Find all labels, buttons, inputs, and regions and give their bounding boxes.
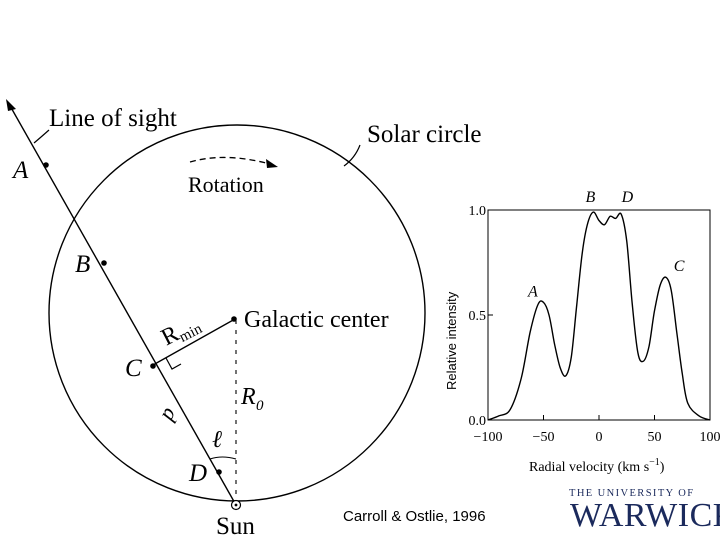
- rotation-arrowhead: [266, 159, 278, 168]
- x-tick-label: 100: [700, 430, 720, 445]
- point-c-dot: [150, 363, 156, 369]
- point-a-label: A: [11, 157, 29, 184]
- point-d-dot: [216, 469, 222, 475]
- y-axis-label: Relative intensity: [444, 291, 459, 390]
- peak-label: C: [674, 258, 685, 275]
- x-axis-label: Radial velocity (km s−1): [529, 457, 665, 475]
- point-a-dot: [43, 162, 49, 168]
- x-axis-label-superscript: −1: [649, 457, 660, 468]
- x-tick-label: −50: [533, 430, 555, 445]
- r0-subscript: 0: [256, 398, 264, 414]
- peak-label: B: [586, 189, 596, 206]
- sun-symbol-center: [234, 503, 238, 507]
- x-axis-label-end: ): [660, 460, 665, 475]
- rotation-arrow: [189, 156, 271, 165]
- line-of-sight-label: Line of sight: [49, 105, 177, 132]
- citation: Carroll & Ostlie, 1996: [343, 508, 486, 525]
- university-logo-top: THE UNIVERSITY OF: [569, 488, 695, 499]
- y-tick-label: 0.5: [469, 309, 487, 324]
- point-b-label: B: [75, 251, 90, 278]
- point-c-label: C: [125, 355, 142, 382]
- angle-arc: [209, 456, 237, 460]
- r-min-line: [152, 318, 236, 366]
- solar-circle-label: Solar circle: [367, 121, 482, 148]
- university-logo-main: WARWICK: [570, 497, 720, 534]
- line-of-sight-arrowhead: [6, 99, 16, 111]
- chart-root: −100 −50 0 50 100 0.0 0.5 1.0 A B D C Relative int…: [444, 189, 720, 475]
- x-tick-label: 0: [596, 430, 603, 445]
- rotation-label: Rotation: [188, 172, 264, 197]
- sun-label: Sun: [216, 513, 255, 540]
- peak-label: D: [621, 189, 634, 206]
- point-d-label: D: [188, 460, 207, 487]
- x-axis-label-main: Radial velocity (km s: [529, 460, 649, 475]
- x-tick-label: −100: [474, 430, 503, 445]
- galactic-center-label: Galactic center: [244, 307, 389, 333]
- galactic-center-dot: [231, 316, 237, 322]
- solar-circle-leader: [343, 144, 361, 167]
- l-label: ℓ: [212, 427, 222, 453]
- peak-label: A: [527, 283, 538, 300]
- r0-label: R: [240, 384, 256, 410]
- spectrum-series-line: [487, 211, 711, 421]
- chart-peak-labels: A B D C: [527, 189, 685, 300]
- y-tick-label: 1.0: [469, 204, 487, 219]
- y-tick-label: 0.0: [469, 414, 487, 429]
- line-of-sight: [8, 103, 237, 506]
- line-of-sight-leader: [33, 129, 50, 144]
- plot-frame: [487, 209, 711, 421]
- point-b-dot: [101, 260, 107, 266]
- chart-ticks: −100 −50 0 50 100 0.0 0.5 1.0: [469, 204, 720, 445]
- x-tick-label: 50: [648, 430, 662, 445]
- right-angle-marker: [165, 357, 182, 370]
